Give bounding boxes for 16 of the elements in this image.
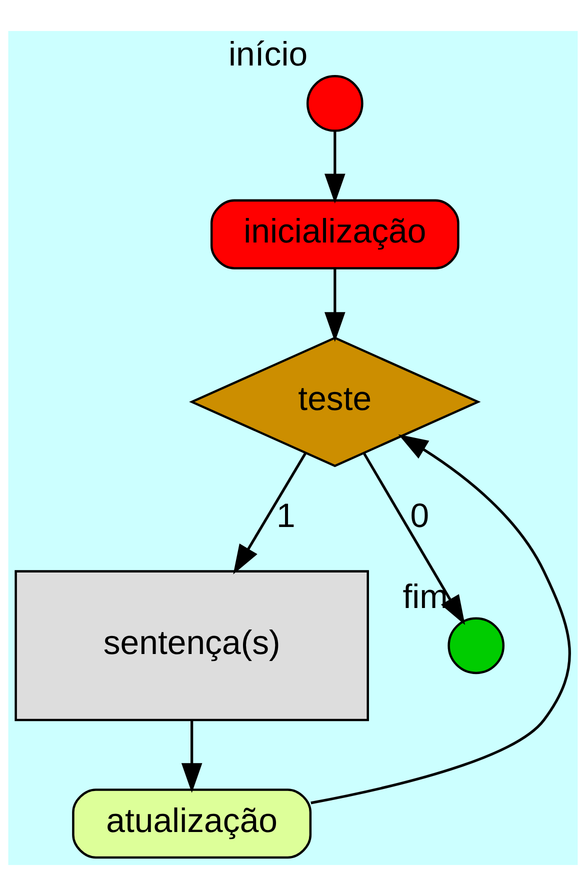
node-box: inicialização — [210, 199, 460, 270]
node-box: sentença(s) — [14, 570, 369, 722]
node-label: fim — [402, 578, 448, 616]
arrow — [310, 434, 571, 804]
node-label: início — [228, 36, 308, 74]
arrow — [324, 131, 346, 204]
node-diamond: teste — [189, 336, 481, 468]
edge-label: 0 — [410, 496, 430, 535]
node-circle — [448, 617, 505, 674]
edge-label: 1 — [276, 496, 296, 535]
arrow — [233, 452, 307, 574]
arrow — [363, 452, 466, 626]
arrow — [324, 268, 346, 342]
node-box: atualização — [72, 788, 312, 859]
arrow — [181, 720, 202, 793]
node-circle — [306, 75, 364, 132]
